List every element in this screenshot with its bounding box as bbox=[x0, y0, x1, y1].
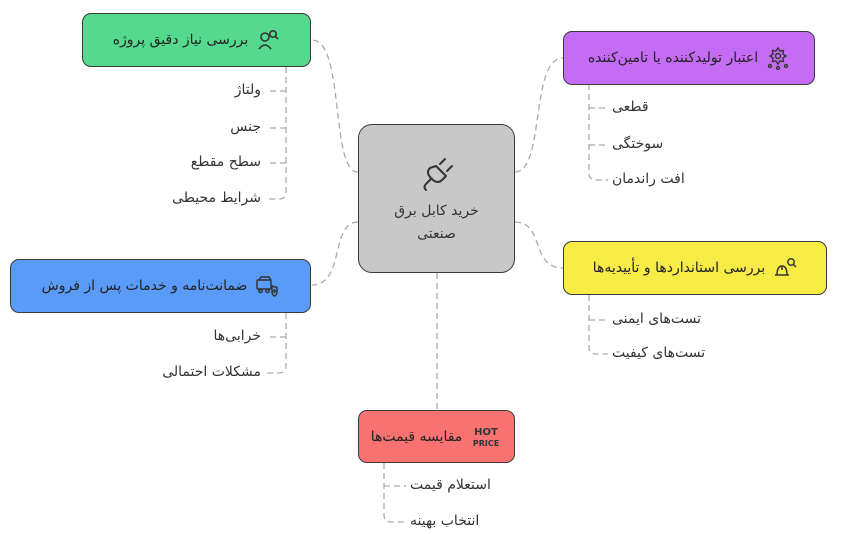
leaf-quality-tests: تست‌های کیفیت bbox=[612, 345, 706, 361]
branch-warranty-service-label: ضمانت‌نامه و خدمات پس از فروش bbox=[41, 278, 248, 294]
helmet-search-icon bbox=[775, 258, 797, 276]
leaf-environment: شرایط محیطی bbox=[172, 190, 261, 206]
branch-project-needs-label: بررسی نیاز دقیق پروژه bbox=[112, 32, 249, 48]
branch-supplier-credibility-label: اعتبار تولیدکننده یا تامین‌کننده bbox=[587, 50, 759, 66]
branch-project-needs[interactable]: بررسی نیاز دقیق پروژه bbox=[82, 13, 311, 67]
branch-standards-approvals-label: بررسی استانداردها و تأییدیه‌ها bbox=[592, 260, 766, 276]
leaf-burning: سوختگی bbox=[612, 136, 664, 152]
leaf-voltage: ولتاژ bbox=[234, 82, 261, 98]
leaf-cross-section: سطح مقطع bbox=[190, 154, 261, 170]
branch-supplier-credibility[interactable]: اعتبار تولیدکننده یا تامین‌کننده bbox=[563, 31, 815, 85]
leaf-price-inquiry: استعلام قیمت bbox=[410, 477, 491, 493]
leaf-efficiency-loss: افت راندمان bbox=[612, 171, 685, 187]
central-topic[interactable]: خرید کابل برق صنعتی bbox=[358, 124, 515, 273]
central-topic-label: خرید کابل برق صنعتی bbox=[394, 203, 479, 242]
leaf-optimal-choice: انتخاب بهینه bbox=[410, 513, 480, 529]
truck-shield-icon bbox=[256, 276, 279, 297]
leaf-safety-tests: تست‌های ایمنی bbox=[612, 311, 701, 327]
plug-icon bbox=[423, 158, 453, 192]
hot-price-icon-price: PRICE bbox=[473, 439, 499, 448]
hot-price-icon: HOT PRICE bbox=[473, 427, 499, 448]
hot-price-icon-hot: HOT bbox=[474, 427, 498, 438]
branch-standards-approvals[interactable]: بررسی استانداردها و تأییدیه‌ها bbox=[563, 241, 827, 295]
leaf-material: جنس bbox=[230, 119, 261, 135]
branch-price-comparison-label: مقایسه قیمت‌ها bbox=[370, 428, 463, 445]
leaf-outage: قطعی bbox=[612, 99, 649, 115]
person-search-icon bbox=[258, 29, 279, 50]
leaf-possible-problems: مشکلات احتمالی bbox=[162, 364, 261, 380]
branch-warranty-service[interactable]: ضمانت‌نامه و خدمات پس از فروش bbox=[10, 259, 311, 313]
leaf-failures: خرابی‌ها bbox=[213, 328, 261, 344]
branch-price-comparison[interactable]: HOT PRICE مقایسه قیمت‌ها bbox=[358, 410, 515, 463]
network-badge-icon bbox=[767, 46, 789, 70]
